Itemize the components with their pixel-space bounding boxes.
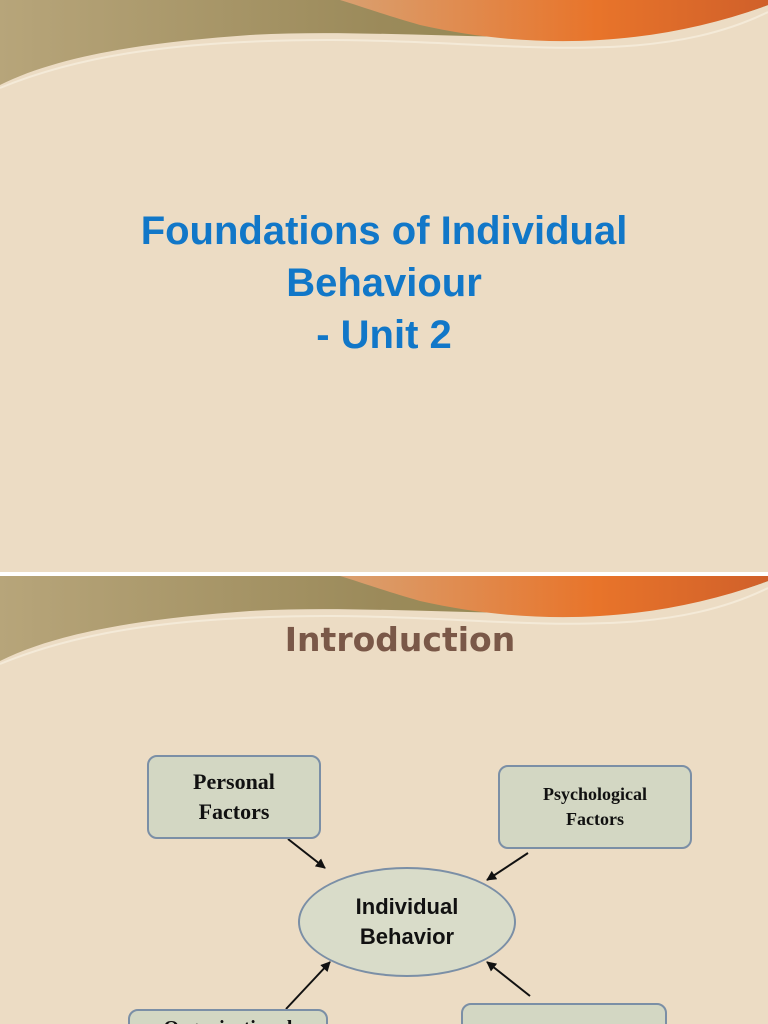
node-individual-behavior: Individual Behavior [298,867,516,977]
node-psychological-factors: Psychological Factors [498,765,692,849]
node-organizational: Organizational [128,1009,328,1024]
slide-heading: Introduction [284,620,516,659]
arrow-organizational [285,961,331,1010]
node-label-line-1: Personal [193,769,275,794]
node-environmental [461,1003,667,1024]
header-wave-decoration [0,0,768,89]
title-line-3: - Unit 2 [316,313,452,357]
node-label-line-2: Factors [566,809,624,829]
center-label-line-1: Individual [355,894,459,919]
center-label-line-2: Behavior [359,924,455,949]
slide-2: Introduction Personal Factors Psychologi… [0,576,768,1024]
arrow-environmental [486,961,531,997]
arrow-personal [287,838,326,869]
node-personal-factors: Personal Factors [147,755,321,839]
node-label-line-1: Organizational [164,1015,293,1024]
title-line-1: Foundations of Individual [140,209,628,253]
node-label-line-1: Psychological [543,784,647,804]
slide-1: Foundations of Individual Behaviour - Un… [0,0,768,572]
node-label-line-2: Factors [198,799,270,824]
header-wave-decoration [0,576,768,665]
arrow-psychological [486,852,529,881]
title-line-2: Behaviour [286,261,482,305]
diagram-connectors [285,838,531,1010]
slide-title: Foundations of Individual Behaviour - Un… [0,205,768,361]
